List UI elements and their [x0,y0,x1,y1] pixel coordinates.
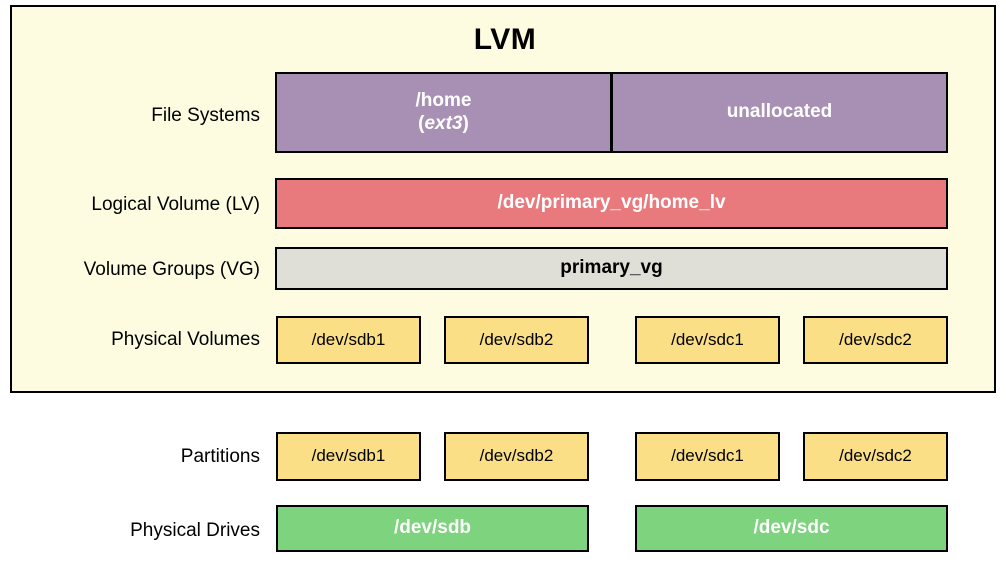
row-label-file-systems: File Systems [151,105,260,126]
row-label-logical-volume: Logical Volume (LV) [91,194,260,215]
logical-volume-box: /dev/primary_vg/home_lv [275,178,948,229]
volume-group-box: primary_vg [275,247,948,290]
file-system-format-open: ( [418,112,425,134]
row-label-physical-volumes: Physical Volumes [111,329,260,350]
file-system-box-unallocated: unallocated [611,72,948,153]
partition-box-sdc1: /dev/sdc1 [635,432,780,481]
partition-box-sdc2: /dev/sdc2 [803,432,948,481]
partition-box-sdb1: /dev/sdb1 [276,432,421,481]
physical-drive-box-sdb: /dev/sdb [276,505,589,552]
row-label-volume-groups: Volume Groups (VG) [83,259,260,280]
file-system-mountpoint: /home [415,90,472,112]
file-system-format-close: ) [462,112,469,134]
row-label-physical-drives: Physical Drives [130,520,260,541]
physical-volume-box-sdc2: /dev/sdc2 [803,316,948,364]
file-system-format: (ext3) [416,113,472,135]
physical-volume-box-sdc1: /dev/sdc1 [635,316,780,364]
file-system-box-home: /home (ext3) [275,72,612,153]
partition-box-sdb2: /dev/sdb2 [444,432,589,481]
row-label-partitions: Partitions [180,446,260,467]
physical-volume-box-sdb1: /dev/sdb1 [276,316,421,364]
file-system-format-body: ext3 [424,112,463,134]
physical-volume-box-sdb2: /dev/sdb2 [444,316,589,364]
lvm-title: LVM [473,23,537,56]
physical-drive-box-sdc: /dev/sdc [635,505,948,552]
